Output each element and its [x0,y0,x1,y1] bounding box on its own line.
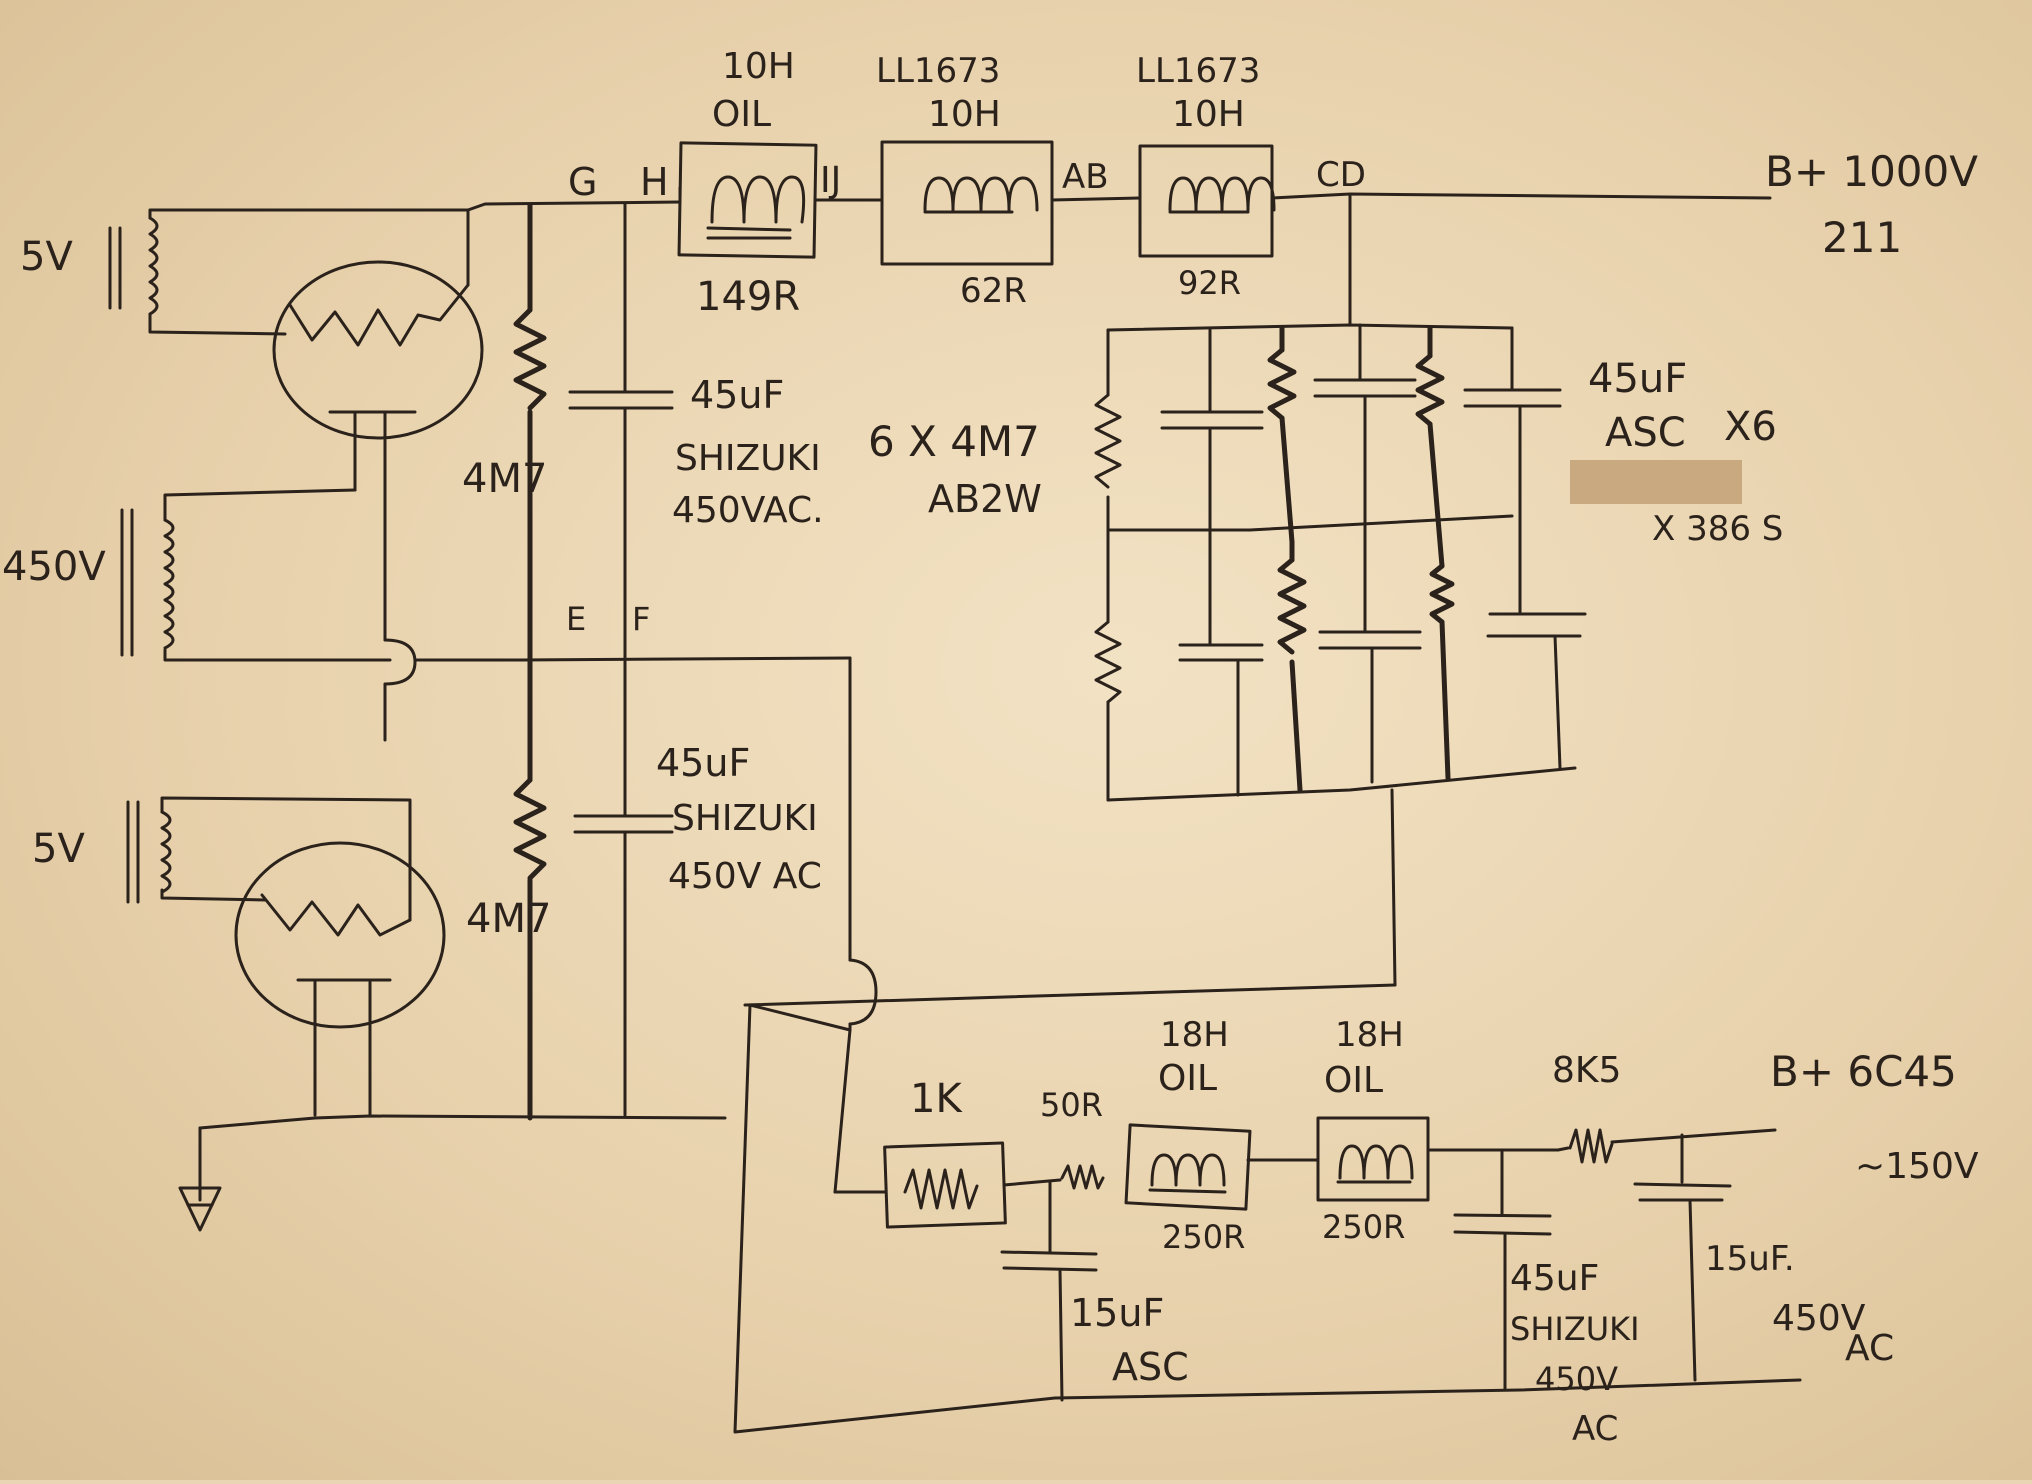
res-upper-label: 4M7 [462,456,547,502]
choke1-value: 10H [722,46,795,87]
bank-to-lower-wire [1390,788,1397,987]
cap-lower-value: 45uF [656,741,750,785]
res-8k5 [1556,1128,1777,1164]
cap-15-value: 15uF [1070,1291,1164,1335]
bank-res-label: 6 X 4M7 [868,417,1040,466]
cap-upper-rating: 450VAC. [672,490,824,531]
bank-rails [1106,323,1577,802]
choke5-type: OIL [1324,1060,1383,1101]
bank-res-type: AB2W [928,477,1042,521]
bank-col-2 [1160,328,1264,797]
bplus-out-volts: ~150V [1855,1146,1979,1187]
bplus-main: B+ 1000V [1765,147,1978,196]
choke3-value: 10H [1172,94,1245,135]
choke2-value: 10H [928,94,1001,135]
cap-out-15 [1633,1133,1732,1382]
bank-cap-extra: X 386 S [1652,509,1783,549]
top-5v-label: 5V [20,234,73,280]
cap-out-ac: AC [1845,1328,1894,1369]
tube-main: 211 [1822,213,1902,262]
res-lower-label: 4M7 [466,896,551,942]
node-g: G [568,160,597,204]
cap-15-asc [1000,1250,1098,1402]
choke2-dcr: 62R [960,271,1027,311]
choke2-to-choke3-wire [1050,196,1142,202]
choke-4 [1124,1123,1320,1211]
top-rectifier-tube [272,260,484,492]
lower-frame [733,983,1802,1434]
res-1k [883,1141,1007,1229]
bank-col-6 [1463,326,1587,770]
bank-col-4 [1313,323,1422,784]
choke-5 [1316,1116,1560,1202]
divider-resistors [513,202,547,1121]
rectifier-wiring [383,488,852,742]
bank-cap-type: ASC [1605,410,1686,456]
choke-1 [677,141,818,259]
bottom-5v-label: 5V [32,826,85,872]
bank-cap-value: 45uF [1588,356,1687,402]
res-50r-label: 50R [1040,1086,1103,1124]
bank-cap-count: X6 [1724,404,1777,450]
node-cd: CD [1316,155,1366,195]
choke1-type: OIL [712,94,771,135]
cap-lower-brand: SHIZUKI [672,798,818,839]
choke4-value: 18H [1160,1015,1229,1055]
redaction-block [1570,460,1742,504]
bank-col-1 [1094,328,1122,802]
cap-shiz-ac: AC [1572,1409,1618,1449]
bottom-rectifier-tube [234,841,446,1117]
bottom-5v-transformer [126,796,412,922]
choke2-part: LL1673 [876,51,1000,91]
res-1k-label: 1K [910,1076,963,1122]
choke4-type: OIL [1158,1058,1217,1099]
node-e: E [566,600,586,638]
choke1-dcr: 149R [696,274,800,320]
bank-col-3 [1267,325,1307,793]
cap-lower-rating: 450V AC [668,856,822,897]
cap-out-rating: 450V [1772,1298,1866,1339]
output-rail [1270,192,1772,327]
res-50r [1002,1164,1105,1254]
node-f: F [632,600,650,638]
cap-out-value: 15uF. [1705,1239,1795,1279]
cap-shiz-brand: SHIZUKI [1510,1310,1640,1348]
bplus-out: B+ 6C45 [1770,1047,1957,1096]
hv-450v-transformer [120,488,392,662]
cap-upper-value: 45uF [690,373,784,417]
cap-shiz-value: 45uF [1510,1258,1599,1299]
choke-2 [880,140,1054,266]
choke4-dcr: 250R [1162,1218,1245,1256]
cap-15-type: ASC [1112,1345,1189,1389]
bank-col-5 [1415,325,1455,781]
top-5v-transformer [108,208,470,336]
mid-node-wiring [833,656,878,1194]
hv-450v-label: 450V [2,544,106,590]
ground [178,1114,727,1232]
choke-3 [1138,144,1276,258]
choke3-dcr: 92R [1178,264,1241,302]
node-ij: IJ [820,160,841,201]
choke3-part: LL1673 [1136,51,1260,91]
res-8k5-label: 8K5 [1552,1050,1621,1091]
cap-shizuki-45 [1453,1148,1552,1392]
cap-shiz-rating: 450V [1535,1360,1618,1398]
series-caps-column [568,202,674,1117]
node-ab: AB [1062,157,1109,197]
choke5-dcr: 250R [1322,1208,1405,1246]
choke5-value: 18H [1335,1015,1404,1055]
node-h: H [640,160,669,204]
cap-upper-brand: SHIZUKI [675,438,821,479]
